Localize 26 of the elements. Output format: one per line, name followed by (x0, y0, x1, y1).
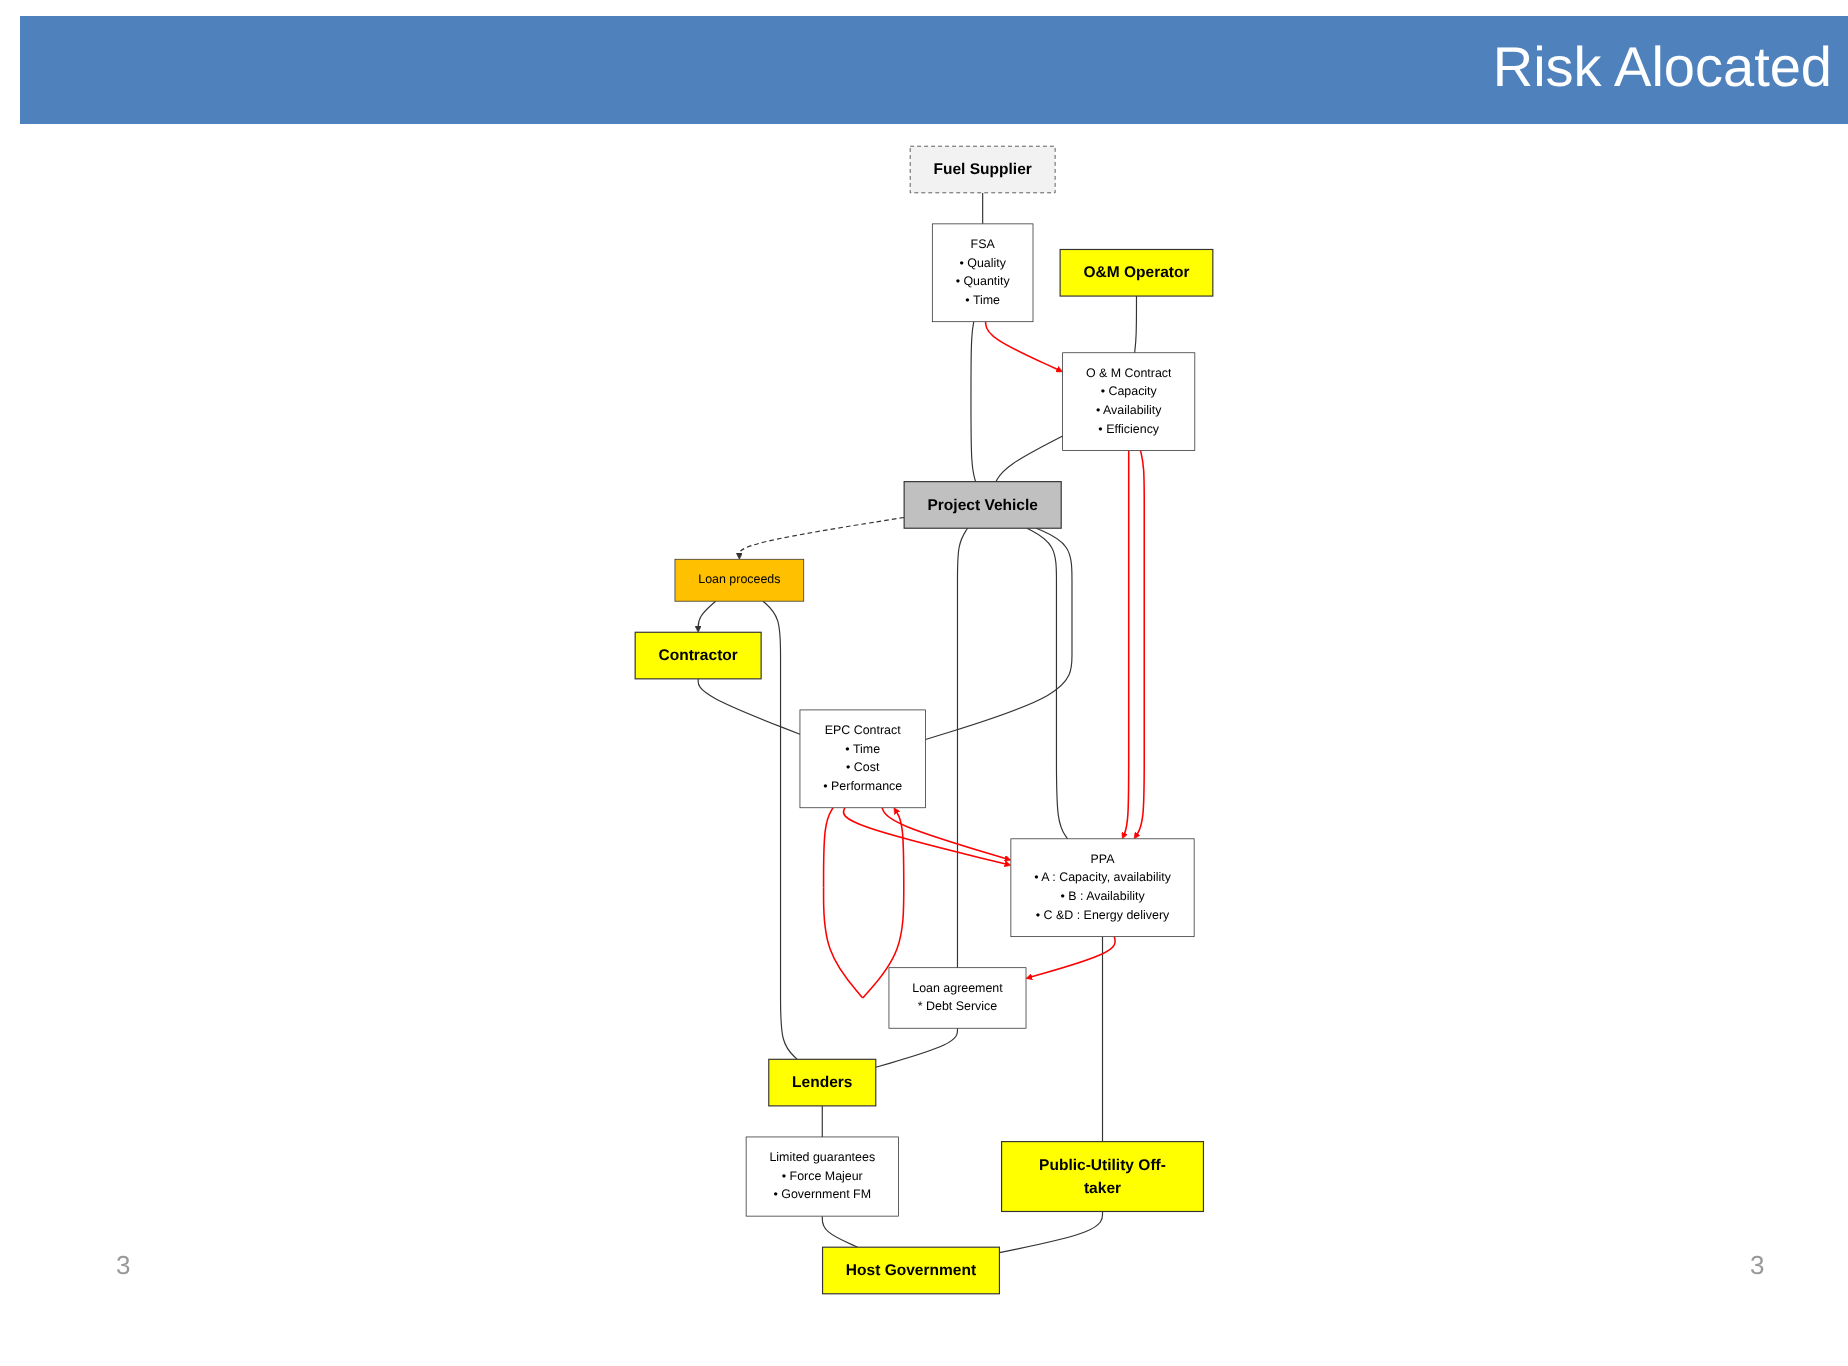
connector (956, 527, 969, 969)
page-number: 3 (1750, 1250, 1765, 1280)
connector (924, 527, 1073, 741)
connector (762, 600, 798, 1060)
connector (821, 1215, 859, 1248)
connector (998, 1210, 1104, 1254)
page-number: 3 (116, 1250, 131, 1280)
arrow (881, 806, 1012, 862)
arrow (984, 320, 1063, 373)
arrow (1121, 449, 1130, 840)
slide-title: Risk Alocated (1492, 36, 1832, 100)
arrow (822, 806, 905, 999)
connector (821, 1105, 823, 1138)
connector (982, 192, 984, 225)
arrow (842, 806, 1012, 868)
connector (875, 1027, 959, 1068)
arrow (1025, 935, 1117, 980)
connector (697, 678, 801, 735)
arrow (694, 600, 717, 633)
connector (1101, 936, 1104, 1143)
arrow (1133, 449, 1145, 840)
connector (970, 321, 977, 483)
arrow (735, 516, 905, 560)
connector (1134, 295, 1138, 354)
connector (1026, 527, 1069, 840)
connector (995, 435, 1064, 483)
